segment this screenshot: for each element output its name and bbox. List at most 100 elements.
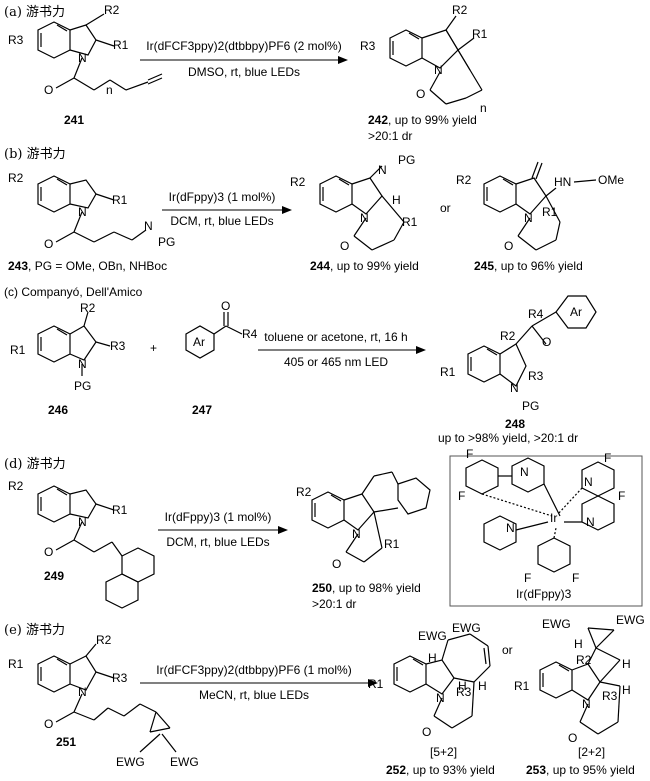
- atom-label: N: [78, 205, 87, 219]
- atom-label: R1: [8, 657, 24, 671]
- atom-label: N: [434, 63, 443, 77]
- reagent-text: Ir(dFCF3ppy)2(dtbbpy)PF6 (1 mol%): [156, 663, 351, 677]
- reagent-text: toluene or acetone, rt, 16 h: [264, 330, 407, 344]
- atom-label: R1: [514, 679, 530, 693]
- reagent-text: Ir(dFppy)3 (1 mol%): [169, 190, 276, 204]
- substrate-241-structure: [37, 13, 163, 91]
- condition-text: 405 or 465 nm LED: [284, 355, 388, 369]
- atom-label: F: [458, 489, 465, 503]
- atom-label: F: [604, 451, 611, 465]
- atom-label: R2: [456, 173, 472, 187]
- atom-label: H: [622, 657, 631, 671]
- atom-label: Ar: [193, 335, 205, 349]
- product-253-caption: 253, up to 95% yield: [526, 763, 635, 777]
- atom-label: EWG: [616, 613, 645, 627]
- atom-label: R3: [8, 33, 24, 47]
- atom-label: O: [44, 717, 53, 731]
- atom-label: R2: [96, 633, 112, 647]
- atom-label: R3: [360, 39, 376, 53]
- atom-label: H: [574, 637, 583, 651]
- atom-label: PG: [74, 379, 91, 393]
- atom-label: OMe: [598, 173, 624, 187]
- atom-label: R1: [112, 503, 128, 517]
- product-244-caption: 244, up to 99% yield: [310, 259, 419, 273]
- atom-label: N: [524, 211, 533, 225]
- atom-label: R1: [440, 365, 456, 379]
- condition-text: DCM, rt, blue LEDs: [170, 214, 273, 228]
- atom-label: N: [520, 465, 529, 479]
- atom-label: EWG: [116, 755, 145, 769]
- atom-label: Ir: [550, 511, 557, 525]
- atom-label: R3: [456, 685, 472, 699]
- scheme-b: (b) 游书力 R2 R1 N O N PG 243, PG = OMe, OB…: [4, 147, 624, 273]
- atom-label: R3: [112, 671, 128, 685]
- atom-label: n: [106, 83, 113, 97]
- catalyst-box: [449, 455, 643, 607]
- atom-label: O: [44, 545, 53, 559]
- atom-label: N: [436, 691, 445, 705]
- atom-label: R4: [242, 327, 258, 341]
- product-245-caption: 245, up to 96% yield: [474, 259, 583, 273]
- atom-label: R3: [110, 339, 126, 353]
- atom-label: R2: [500, 329, 516, 343]
- atom-label: O: [542, 335, 551, 349]
- atom-label: Ar: [570, 305, 582, 319]
- condition-text: DMSO, rt, blue LEDs: [188, 65, 300, 79]
- reagent-text: Ir(dFCF3ppy)2(dtbbpy)PF6 (2 mol%): [146, 39, 341, 53]
- atom-label: R2: [576, 653, 592, 667]
- substrate-249-structure: [37, 485, 155, 609]
- atom-label: H: [428, 651, 437, 665]
- product-252-caption: 252, up to 93% yield: [386, 763, 495, 777]
- product-250-caption: 250, up to 98% yield: [312, 581, 421, 595]
- atom-label: O: [332, 557, 341, 571]
- atom-label: O: [422, 725, 431, 739]
- atom-label: R1: [472, 27, 488, 41]
- substrate-247-structure: [185, 312, 243, 359]
- product-250-structure: [311, 471, 431, 563]
- atom-label: PG: [158, 235, 175, 249]
- atom-label: R1: [113, 38, 129, 52]
- product-250-dr: >20:1 dr: [312, 597, 356, 611]
- product-242-dr: >20:1 dr: [368, 129, 412, 143]
- compound-id-246: 246: [48, 403, 68, 417]
- scheme-a-label: (a) 游书力: [4, 5, 65, 20]
- product-244-structure: [319, 165, 405, 251]
- substrate-251-structure: [37, 643, 177, 753]
- atom-label: O: [44, 83, 53, 97]
- atom-label: H: [392, 193, 401, 207]
- atom-label: O: [44, 237, 53, 251]
- atom-label: R1: [384, 537, 400, 551]
- substrate-243-caption: 243, PG = OMe, OBn, NHBoc: [8, 259, 167, 273]
- product-242-caption: 242, up to 99% yield: [368, 113, 477, 127]
- atom-label: R2: [8, 479, 24, 493]
- plus-sign: +: [150, 341, 157, 355]
- compound-id-248: 248: [505, 417, 525, 431]
- atom-label: N: [78, 357, 87, 371]
- atom-label: F: [466, 447, 473, 461]
- product-252-tag: [5+2]: [430, 745, 457, 759]
- scheme-a: (a) 游书力 R3 R2 R1 N O n 241 Ir(dFCF3ppy)2…: [4, 3, 488, 143]
- product-252-structure: [393, 633, 491, 729]
- atom-label: R2: [80, 301, 96, 315]
- atom-label: N: [78, 685, 87, 699]
- atom-label: R2: [104, 3, 120, 17]
- atom-label: R1: [112, 193, 128, 207]
- atom-label: O: [340, 239, 349, 253]
- atom-label: N: [586, 515, 595, 529]
- atom-label: N: [352, 527, 361, 541]
- product-245-structure: [483, 161, 597, 251]
- or-text: or: [502, 643, 513, 657]
- condition-text: DCM, rt, blue LEDs: [166, 535, 269, 549]
- scheme-b-label: (b) 游书力: [4, 147, 66, 162]
- atom-label: N: [506, 521, 515, 535]
- atom-label: EWG: [170, 755, 199, 769]
- atom-label: R1: [10, 343, 26, 357]
- product-248-yield: up to >98% yield, >20:1 dr: [438, 431, 578, 445]
- product-253-tag: [2+2]: [578, 745, 605, 759]
- atom-label: HN: [554, 175, 571, 189]
- scheme-e-label: (e) 游书力: [4, 623, 65, 638]
- scheme-d: (d) 游书力 R2 R1 N O 249 Ir(dFppy)3 (1 mol%…: [4, 447, 643, 611]
- atom-label: R4: [528, 307, 544, 321]
- scheme-e: (e) 游书力 R1 R2 R3 N O EWG EWG 251: [4, 613, 645, 777]
